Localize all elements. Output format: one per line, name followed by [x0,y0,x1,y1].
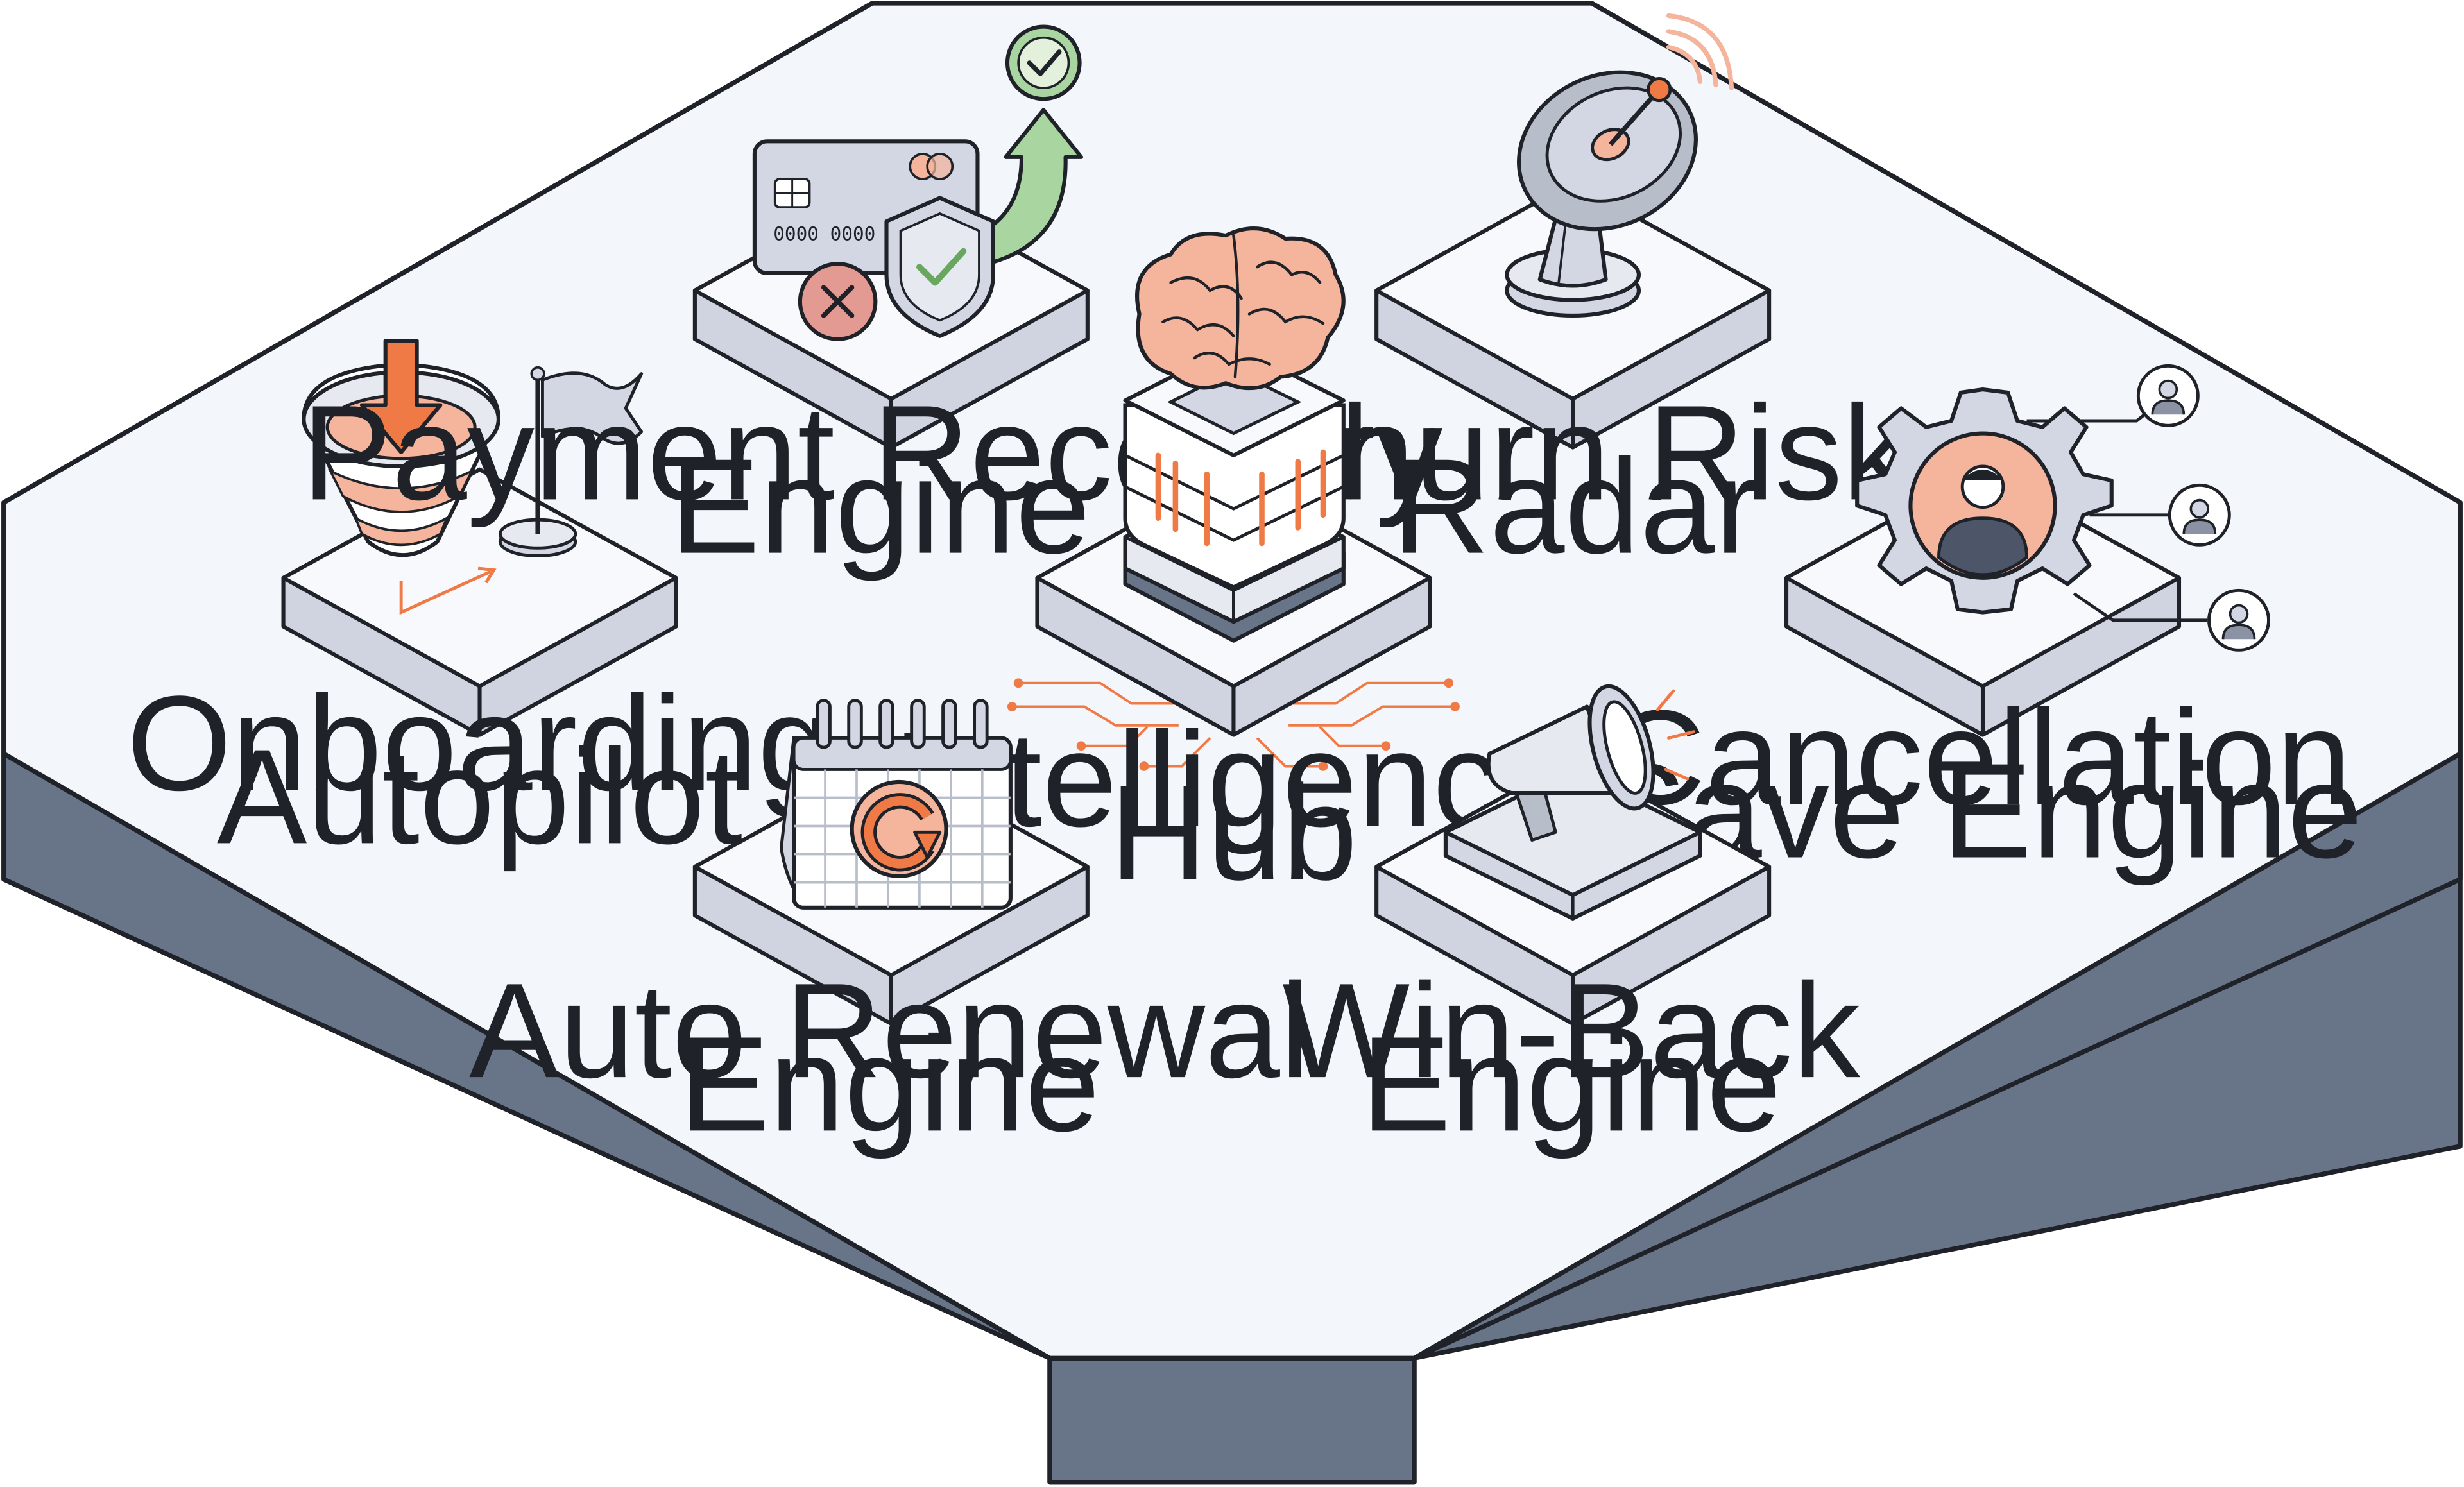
module-winback: Win-Back Engine [1282,684,1861,1159]
funnel-flag-icon [302,339,644,615]
circuit-dots [1007,678,1460,771]
hub-label-line2: Hub [1109,757,1357,908]
renewal-label-line2: Engine [680,1008,1100,1159]
credit-card-shield-icon: 0000 0000 0000 [752,24,1084,341]
user-avatar-icon [2138,366,2198,425]
winback-label-line2: Engine [1361,1008,1781,1159]
module-cancellation: Cancellation Save Engine [1596,366,2363,886]
radar-dish-icon [1505,13,1734,318]
brain-server-icon [1123,226,1346,643]
module-renewal: Auto Renewal Engine [469,699,1310,1159]
payment-label-line2: Engine [670,430,1090,582]
calendar-refresh-icon [780,699,1013,910]
churn-label-line2: Radar [1392,430,1759,582]
user-avatar-icon [2209,590,2268,650]
churn-label-line1: Churn Risk [1242,377,1911,528]
circuit-lines [1015,681,1452,768]
gear-user-icon [1855,366,2268,650]
module-churn: Churn Risk Radar [1242,13,1911,582]
winback-label-line1: Win-Back [1282,955,1860,1106]
cancellation-label-line1: Cancellation [1608,681,2351,833]
module-onboarding: Onboarding Autopilot [126,339,833,872]
renewal-label-line1: Auto Renewal [469,955,1310,1106]
module-hub: Intelligence Hub [892,226,1575,908]
user-avatar-icon [2169,485,2229,545]
onboarding-label-line2: Autopilot [217,720,742,872]
megaphone-icon [1443,684,1702,921]
onboarding-label-line1: Onboarding [126,667,832,819]
